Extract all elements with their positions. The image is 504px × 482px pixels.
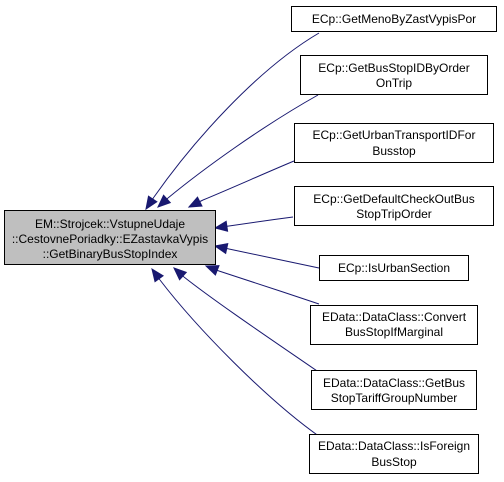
arrowhead-icon — [204, 265, 220, 276]
caller-node-box — [300, 55, 488, 95]
caller-node-geturbantransportidforbusstop[interactable]: ECp::GetUrbanTransportIDFor Busstop — [294, 123, 494, 163]
caller-node-label-line-1: ECp::GetBusStopIDByOrder — [318, 61, 469, 75]
caller-node-label-line-2: StopTariffGroupNumber — [331, 391, 458, 405]
call-edge-stub — [199, 199, 204, 203]
caller-node-box — [294, 123, 494, 163]
caller-node-box — [291, 6, 497, 32]
caller-node-label: ECp::IsUrbanSection — [338, 261, 450, 275]
call-edge-stub — [166, 197, 169, 200]
caller-node-isforeignbusstop[interactable]: EData::DataClass::IsForeign BusStop — [309, 434, 479, 474]
caller-node-convertbusstopifmarginal[interactable]: EData::DataClass::Convert BusStopIfMargi… — [310, 305, 478, 345]
arrowhead-icon — [213, 220, 229, 232]
arrowhead-icon — [145, 195, 158, 211]
caller-node-getmenobyzastvypispor[interactable]: ECp::GetMenoByZastVypisPor — [291, 6, 497, 32]
caller-node-box — [311, 370, 477, 410]
caller-node-getdefaultcheckoutbusstoptriporder[interactable]: ECp::GetDefaultCheckOutBus StopTripOrder — [294, 186, 494, 226]
caller-node-label-line-2: Busstop — [372, 144, 416, 158]
caller-node-label-line-1: EData::DataClass::GetBus — [323, 376, 465, 390]
focus-node-box — [4, 210, 216, 265]
caller-node-label-line-2: BusStop — [371, 455, 417, 469]
arrowhead-icon — [187, 196, 203, 208]
call-edge-getbusstopidbyorderontrip — [167, 94, 319, 199]
caller-node-label-line-1: ECp::GetUrbanTransportIDFor — [313, 128, 476, 142]
caller-node-box — [309, 434, 479, 474]
caller-node-label-line-1: EData::DataClass::Convert — [322, 310, 467, 324]
caller-node-isurbansection[interactable]: ECp::IsUrbanSection — [319, 255, 469, 281]
caller-node-box — [310, 305, 478, 345]
caller-node-label-line-1: ECp::GetDefaultCheckOutBus — [313, 192, 474, 206]
caller-node-getbusstoptariffgroupnumber[interactable]: EData::DataClass::GetBus StopTariffGroup… — [311, 370, 477, 410]
arrowhead-icon — [213, 242, 229, 255]
call-edge-stub — [217, 269, 220, 272]
arrowhead-icon — [173, 267, 188, 281]
call-edge-getmenobyzastvypispor — [153, 32, 320, 198]
caller-node-box — [319, 255, 469, 281]
call-edge-isurbansection — [228, 248, 320, 269]
caller-node-getbusstopidbyorderontrip[interactable]: ECp::GetBusStopIDByOrder OnTrip — [300, 55, 488, 95]
focus-node-line-1: EM::Strojcek::VstupneUdaje — [35, 217, 185, 231]
caller-node-label-line-1: EData::DataClass::IsForeign — [318, 439, 470, 453]
call-edge-getbusstoptariffgroupnumber — [183, 276, 321, 374]
caller-node-label-line-2: StopTripOrder — [356, 207, 432, 221]
call-edge-geturbantransportidforbusstop — [202, 160, 295, 201]
arrowhead-icon — [151, 267, 165, 283]
call-edge-stub — [182, 275, 185, 278]
caller-node-label-line-2: BusStopIfMarginal — [345, 325, 443, 339]
focus-node-line-3: ::GetBinaryBusStopIndex — [43, 247, 178, 261]
call-edges — [145, 32, 321, 438]
focus-node[interactable]: EM::Strojcek::VstupneUdaje ::CestovnePor… — [4, 210, 216, 265]
caller-node-label: ECp::GetMenoByZastVypisPor — [312, 12, 476, 26]
focus-node-line-2: ::CestovnePoriadky::EZastavkaVypis — [12, 232, 208, 246]
call-edge-isforeignbusstop — [159, 279, 321, 438]
caller-node-box — [294, 186, 494, 226]
call-edge-getdefaultcheckoutbusstoptriporder — [228, 216, 294, 227]
call-edge-stub — [158, 278, 161, 281]
caller-node-label-line-2: OnTrip — [376, 76, 413, 90]
call-edge-convertbusstopifmarginal — [218, 270, 320, 305]
call-edge-stub — [152, 196, 155, 200]
